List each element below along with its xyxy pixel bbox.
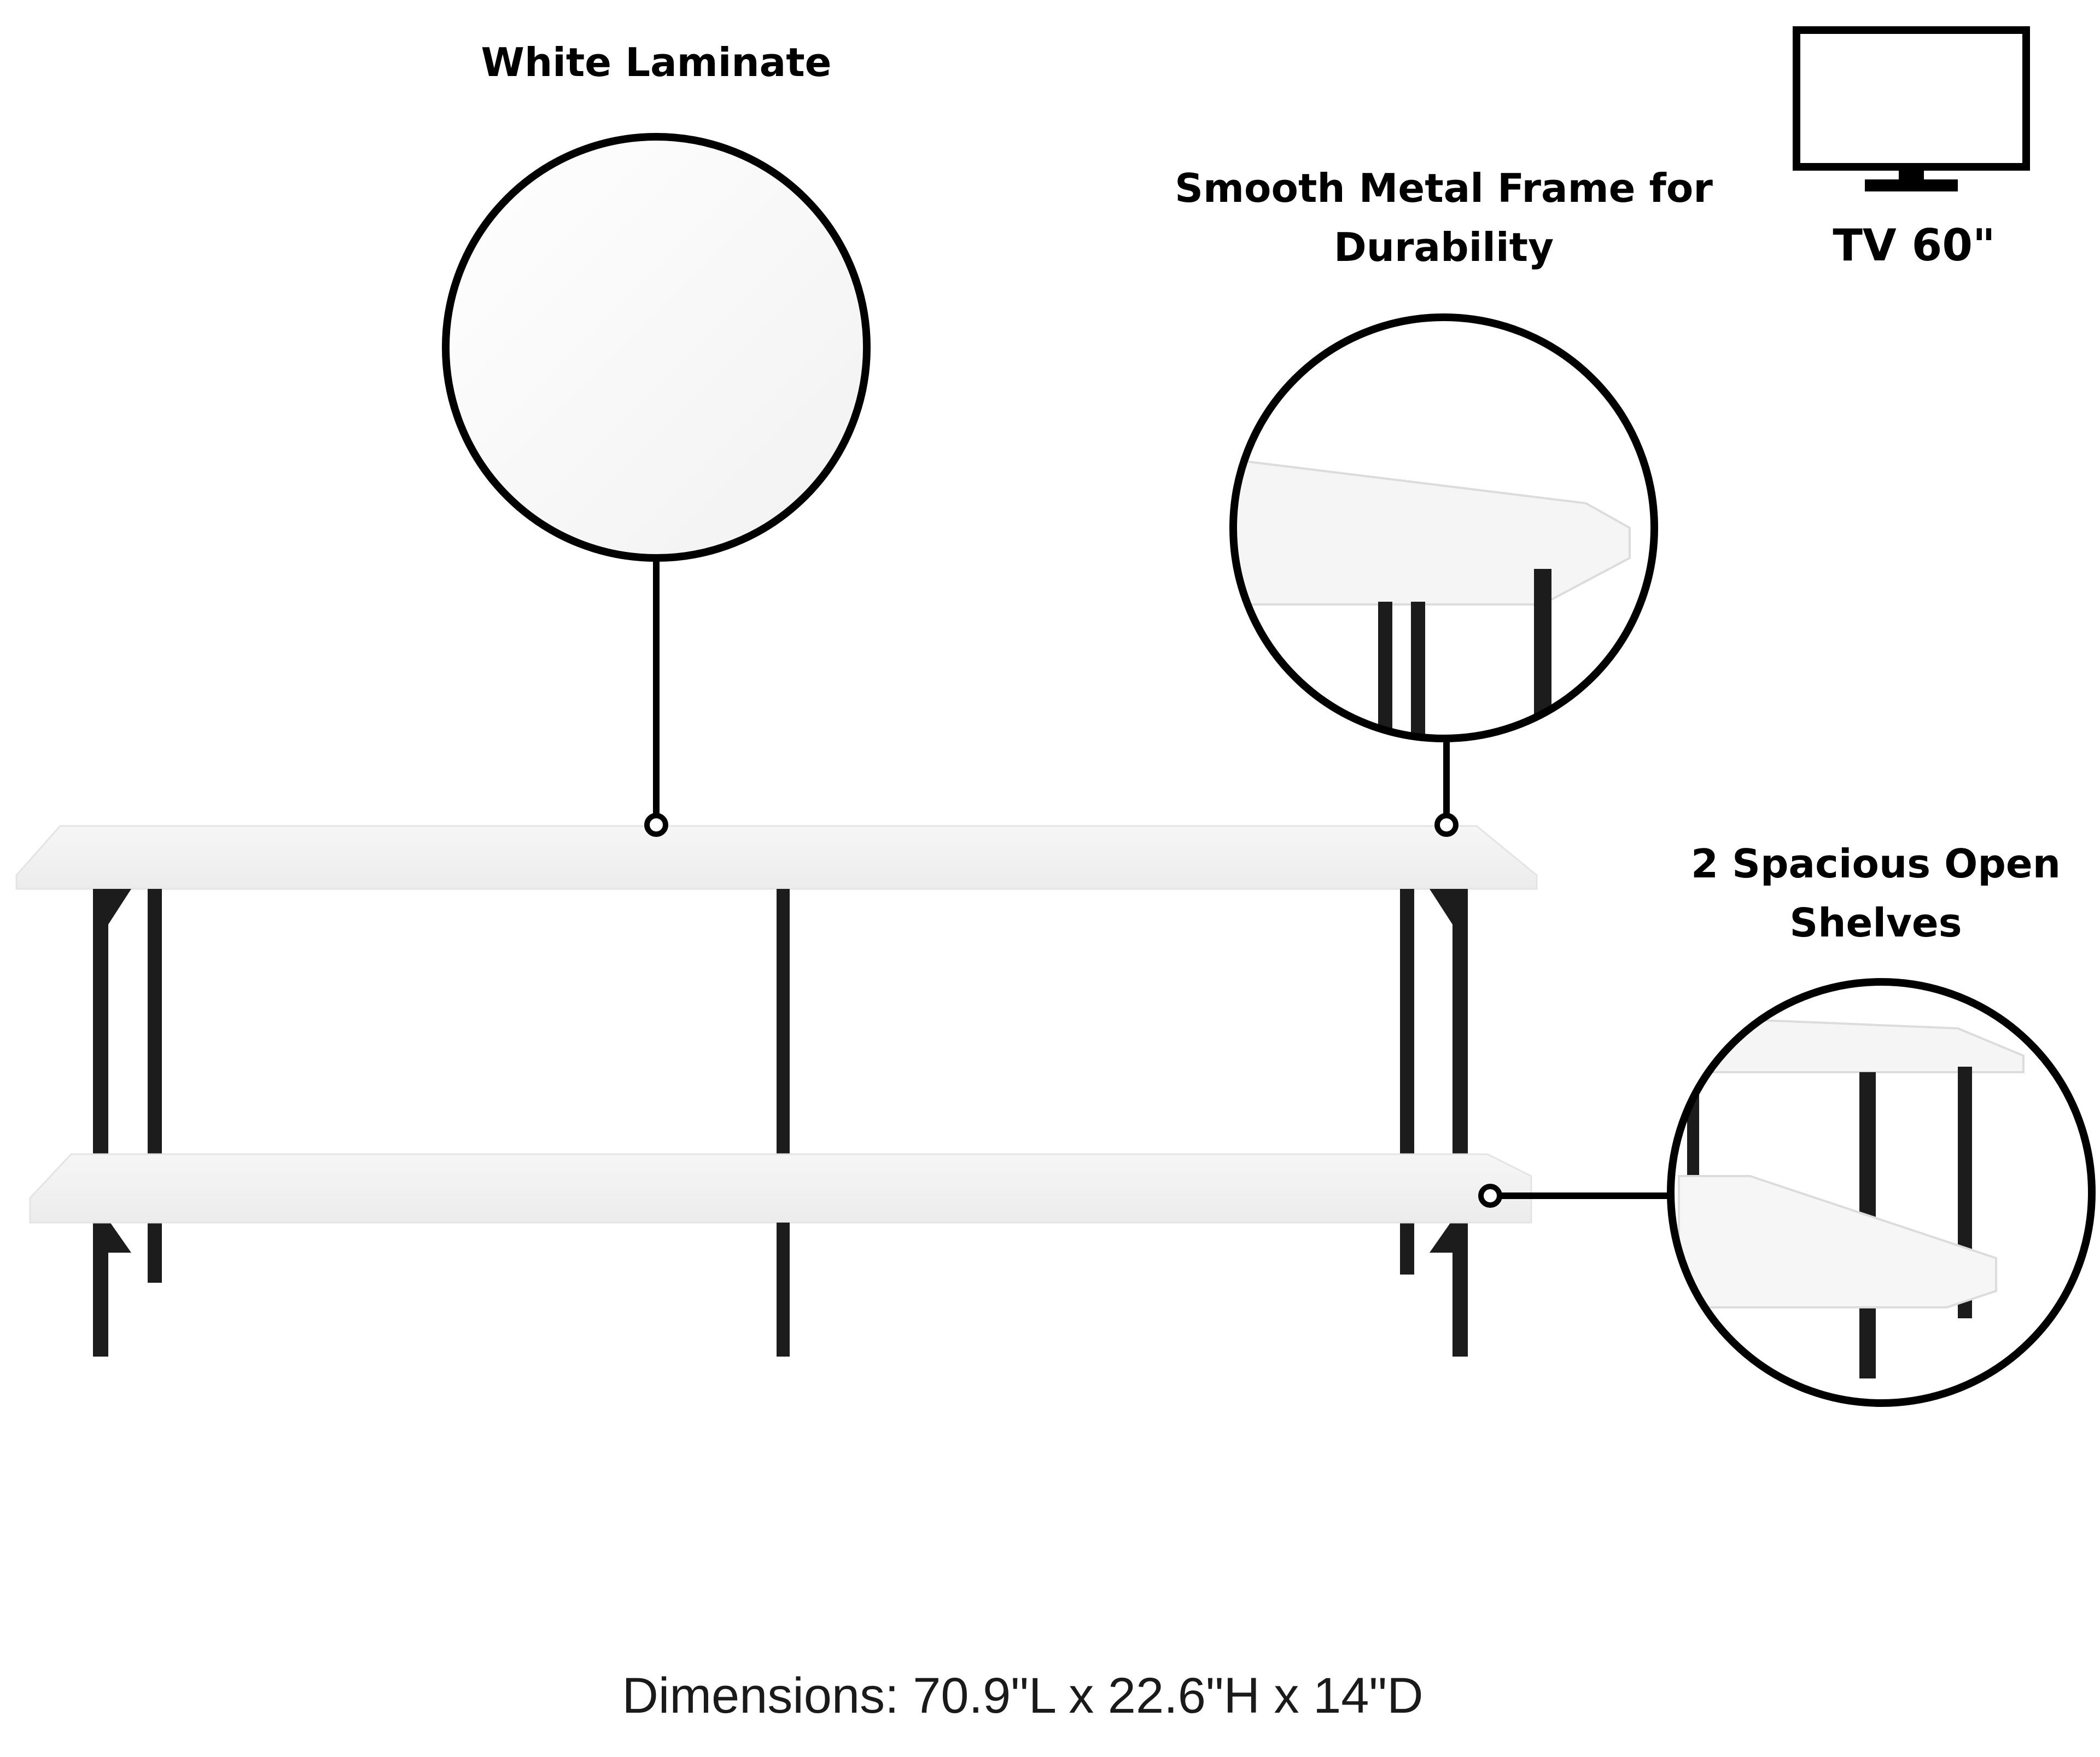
dimensions-text: Dimensions: 70.9"L x 22.6"H x 14"D: [622, 1668, 1424, 1724]
label-shelves-line2: Shelves: [1789, 900, 1962, 946]
callout-metal-frame: [1229, 313, 1658, 837]
bracket-bottom-right: [1430, 1220, 1452, 1253]
leg-front-left: [93, 889, 108, 1357]
tv-neck: [1899, 167, 1924, 181]
label-shelves: 2 Spacious Open Shelves: [1630, 834, 2100, 952]
zoom-frame-leg-1: [1378, 602, 1392, 738]
tv-stand-top-shelf: [15, 825, 1538, 890]
label-metal-frame-line2: Durability: [1333, 224, 1554, 270]
callout-shelves: [1478, 978, 2096, 1407]
zoom-frame-shelf: [1233, 458, 1631, 606]
zoom-frame-leg-2: [1411, 602, 1425, 738]
label-white-laminate-text: White Laminate: [481, 39, 832, 85]
leg-center-front: [777, 1223, 790, 1357]
label-tv-size: TV 60": [1777, 216, 2051, 275]
callout-white-laminate: [442, 133, 871, 837]
leg-back-left: [148, 889, 162, 1283]
label-metal-frame-line1: Smooth Metal Frame for: [1175, 165, 1713, 211]
tv-stand: [15, 825, 1538, 1357]
callout-dot-shelves: [1478, 1184, 1502, 1208]
tv-icon: [1793, 26, 2030, 191]
tv-screen: [1793, 26, 2030, 171]
tv-stand-bottom-shelf: [29, 1153, 1532, 1224]
tv-base: [1865, 179, 1958, 191]
label-tv-size-text: TV 60": [1833, 220, 1996, 271]
callout-dot-laminate: [644, 813, 668, 837]
zoom-frame-leg-3: [1534, 569, 1551, 738]
label-shelves-line1: 2 Spacious Open: [1691, 841, 2061, 887]
bracket-bottom-left: [108, 1220, 131, 1253]
label-white-laminate: White Laminate: [383, 33, 930, 92]
zoom-circle-laminate: [442, 133, 871, 562]
bracket-top-right: [1430, 889, 1452, 924]
callout-dot-frame: [1434, 813, 1459, 837]
label-metal-frame: Smooth Metal Frame for Durability: [1127, 159, 1761, 277]
bracket-top-left: [108, 889, 131, 924]
leg-front-right: [1452, 889, 1468, 1357]
